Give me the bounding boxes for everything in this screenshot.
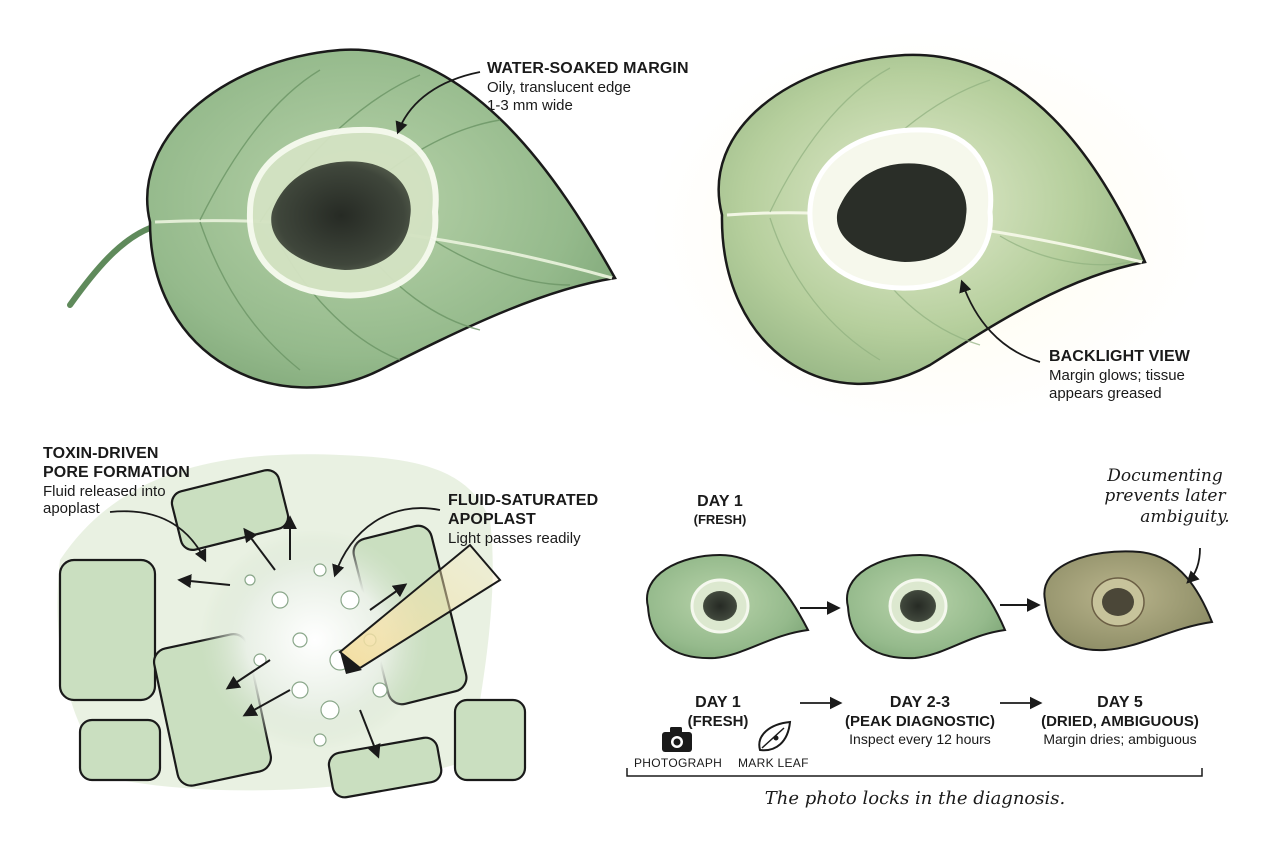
handwritten-note: Documenting prevents later ambiguity. (1090, 466, 1240, 527)
leaf-tag-icon (758, 720, 792, 752)
plant-cell (170, 469, 290, 551)
callout-line: Oily, translucent edge (487, 78, 631, 96)
fluid-flow-arrows (177, 515, 408, 759)
arrow-apoplast (332, 507, 441, 578)
timeline-stage-day1: DAY 1 (FRESH) (668, 694, 768, 731)
arrow-handwritten-note (1186, 547, 1201, 584)
stage-sub: (DRIED, AMBIGUOUS) (1041, 712, 1199, 730)
callout-backlight: BACKLIGHT VIEW Margin glows; tissue appe… (1049, 348, 1190, 402)
leaf-stem (67, 225, 153, 308)
stage-title: DAY 1 (695, 694, 741, 711)
callout-title: FLUID-SATURATED (448, 492, 599, 509)
stage-sub: (FRESH) (687, 712, 749, 730)
stage-note: Inspect every 12 hours (849, 730, 991, 747)
plant-cell (453, 698, 527, 782)
callout-water-soaked: WATER-SOAKED MARGIN Oily, translucent ed… (487, 60, 689, 114)
plant-cell (327, 736, 443, 799)
stage-title: DAY 5 (1097, 694, 1143, 711)
cell-diagram (57, 454, 527, 799)
callout-title: WATER-SOAKED MARGIN (487, 60, 689, 77)
stage-sub: (PEAK DIAGNOSTIC) (845, 712, 995, 730)
note-line: ambiguity. (1140, 506, 1230, 527)
stage-note: Margin dries; ambiguous (1043, 730, 1197, 747)
timeline-leaf-day5 (1043, 550, 1214, 652)
timeline-leaf-day1 (645, 553, 810, 660)
light-beam (338, 543, 502, 670)
callout-line: Light passes readily (448, 529, 581, 547)
action-mark-leaf-label: MARK LEAF (738, 756, 809, 770)
camera-icon (662, 727, 692, 752)
timeline-top-label: DAY 1 (FRESH) (670, 493, 770, 527)
timeline-bracket (626, 768, 1203, 777)
timeline-stage-day2: DAY 2-3 (PEAK DIAGNOSTIC) Inspect every … (830, 694, 1010, 747)
plant-cell (58, 558, 157, 702)
arrow-water-soaked (395, 71, 481, 135)
action-photograph-label: PHOTOGRAPH (634, 756, 723, 770)
callout-line: appears greased (1049, 384, 1162, 402)
lesion-core-backlit (836, 163, 967, 262)
callout-title: PORE FORMATION (43, 463, 190, 481)
plant-cell (78, 718, 162, 782)
stage-sub: (FRESH) (693, 511, 747, 527)
leaf-backlight (650, 30, 1210, 430)
stage-title: DAY 1 (697, 493, 743, 510)
arrow-toxin-pore (109, 510, 207, 563)
callout-title: APOPLAST (448, 510, 536, 528)
leaf-water-soaked (67, 48, 617, 389)
callout-toxin-pore: TOXIN-DRIVEN PORE FORMATION Fluid releas… (43, 445, 190, 518)
callout-title: TOXIN-DRIVEN (43, 445, 159, 462)
timeline-leaf-day2 (845, 553, 1007, 660)
callout-line: apoplast (43, 500, 100, 518)
callout-title: BACKLIGHT VIEW (1049, 348, 1190, 365)
callout-line: Margin glows; tissue (1049, 366, 1185, 384)
callout-line: Fluid released into (43, 482, 166, 500)
arrow-backlight (959, 279, 1041, 363)
timeline-stage-day5: DAY 5 (DRIED, AMBIGUOUS) Margin dries; a… (1030, 694, 1210, 747)
note-line: prevents later (1104, 486, 1226, 507)
note-line: Documenting (1107, 466, 1223, 486)
timeline-caption: The photo locks in the diagnosis. (764, 788, 1066, 809)
lesion-core (271, 161, 411, 270)
callout-line: 1-3 mm wide (487, 96, 573, 114)
stage-title: DAY 2-3 (889, 694, 951, 711)
callout-apoplast: FLUID-SATURATED APOPLAST Light passes re… (448, 492, 598, 547)
fluid-saturated-apoplast (200, 530, 430, 750)
